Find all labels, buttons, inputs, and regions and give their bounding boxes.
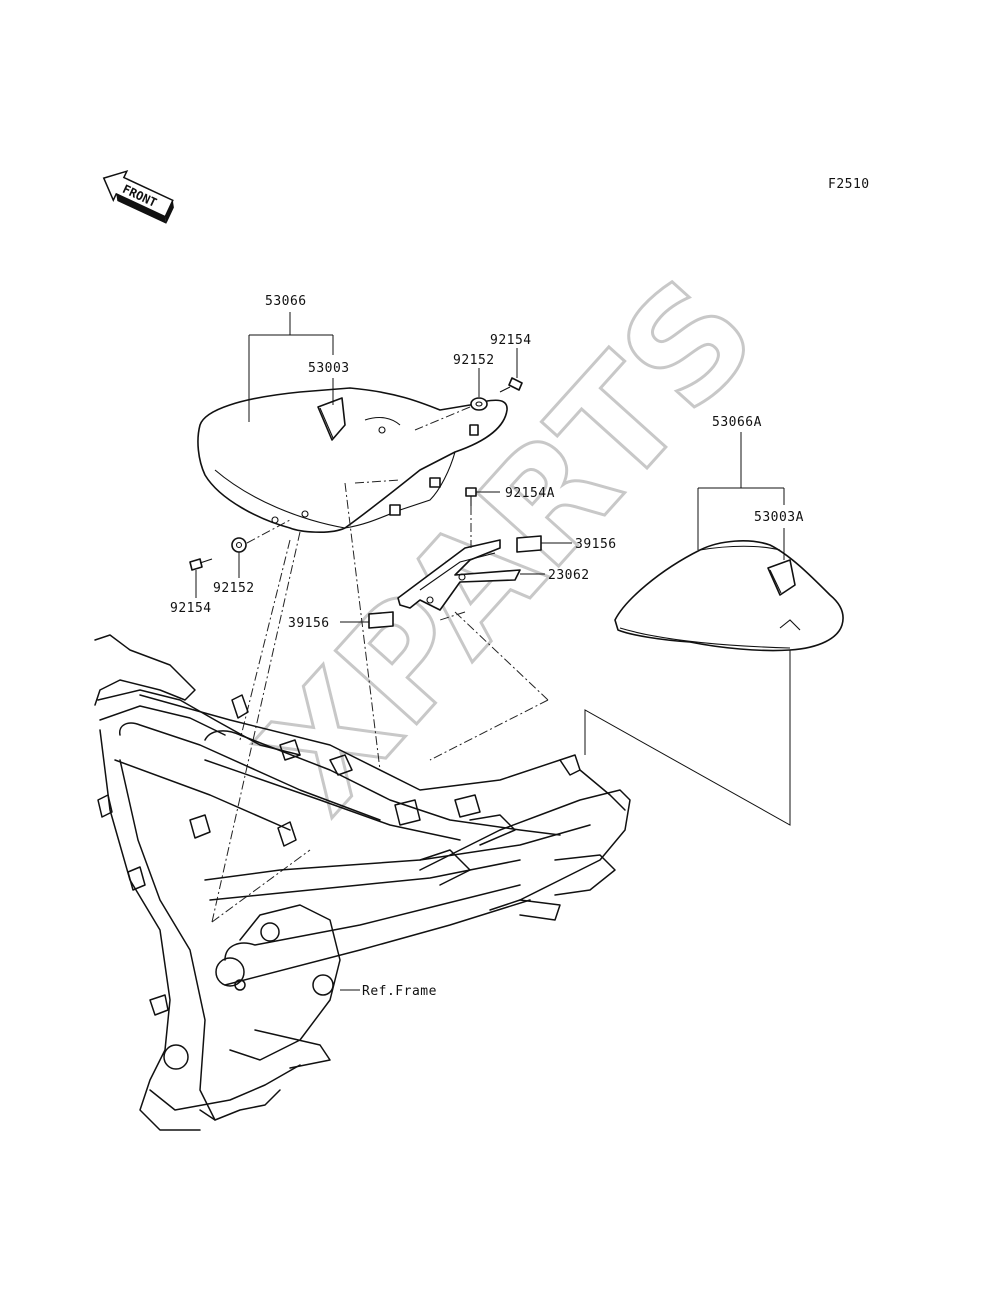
bracket-23062: 23062 (397, 539, 590, 611)
label-53066: 53066 (265, 294, 307, 309)
rider-seat (197, 387, 508, 533)
label-39156-left: 39156 (288, 616, 330, 631)
motorcycle-frame (94, 634, 631, 1131)
callout-53066A: 53066A (697, 415, 785, 550)
label-23062: 23062 (548, 568, 590, 583)
washer-92152-bottom: 92152 (213, 537, 255, 596)
seat-cover (614, 540, 844, 652)
label-53066A: 53066A (712, 415, 762, 430)
label-ref-frame: Ref.Frame (362, 984, 437, 999)
callout-53003: 53003 (308, 361, 350, 405)
callout-ref-frame: Ref.Frame (340, 984, 437, 999)
pad-39156-right: 39156 (516, 535, 617, 553)
bolt-92154A: 92154A (465, 486, 555, 548)
label-92152-top: 92152 (453, 353, 495, 368)
label-92152-bottom: 92152 (213, 581, 255, 596)
figure-code: F2510 (828, 177, 870, 192)
callout-53066: 53066 (248, 294, 334, 422)
label-92154-bottom: 92154 (170, 601, 212, 616)
label-53003: 53003 (308, 361, 350, 376)
label-53003A: 53003A (754, 510, 804, 525)
label-92154-top: 92154 (490, 333, 532, 348)
bolt-92154-top: 92154 (490, 333, 532, 393)
washer-92152-top: 92152 (453, 353, 495, 411)
label-92154A: 92154A (505, 486, 555, 501)
bolt-92154-bottom: 92154 (170, 558, 213, 616)
pad-39156-left: 39156 (288, 611, 394, 631)
callout-53003A: 53003A (754, 510, 804, 560)
front-arrow-icon: FRONT (102, 170, 174, 224)
label-39156-right: 39156 (575, 537, 617, 552)
